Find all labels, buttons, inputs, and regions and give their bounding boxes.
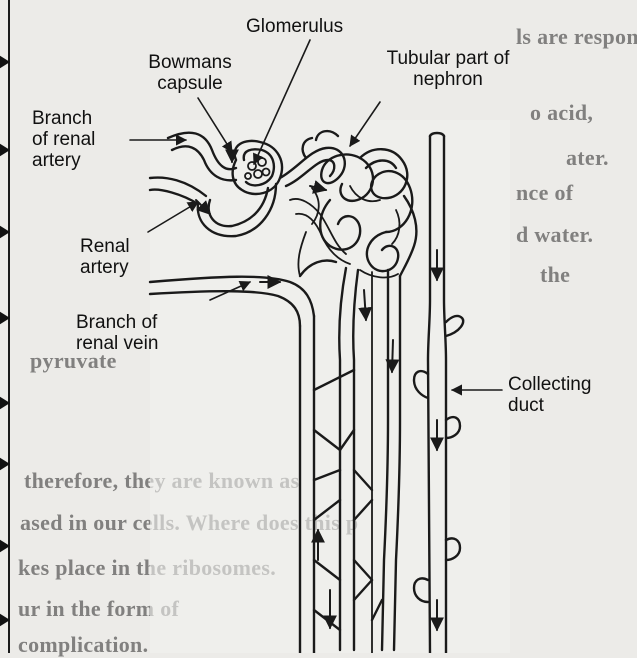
- label-branch-renal-artery: Branch of renal artery: [32, 108, 95, 171]
- label-renal-artery-line1: Renal: [80, 236, 130, 257]
- label-bowmans-capsule-line1: Bowmans: [138, 52, 242, 73]
- label-glomerulus: Glomerulus: [246, 16, 343, 37]
- label-branch-renal-artery-line2: of renal: [32, 129, 95, 150]
- label-branch-renal-vein-line1: Branch of: [76, 312, 158, 333]
- label-tubular-part: Tubular part of nephron: [360, 48, 536, 90]
- label-branch-renal-vein-line2: renal vein: [76, 333, 158, 354]
- label-branch-renal-artery-line1: Branch: [32, 108, 95, 129]
- label-renal-artery: Renal artery: [80, 236, 130, 278]
- label-tubular-part-line1: Tubular part of: [360, 48, 536, 69]
- label-bowmans-capsule-line2: capsule: [138, 73, 242, 94]
- label-collecting-duct-line1: Collecting: [508, 374, 591, 395]
- label-tubular-part-line2: nephron: [360, 69, 536, 90]
- label-collecting-duct-line2: duct: [508, 395, 591, 416]
- label-renal-artery-line2: artery: [80, 257, 130, 278]
- label-bowmans-capsule: Bowmans capsule: [138, 52, 242, 94]
- label-collecting-duct: Collecting duct: [508, 374, 591, 416]
- label-branch-renal-vein: Branch of renal vein: [76, 312, 158, 354]
- label-branch-renal-artery-line3: artery: [32, 150, 95, 171]
